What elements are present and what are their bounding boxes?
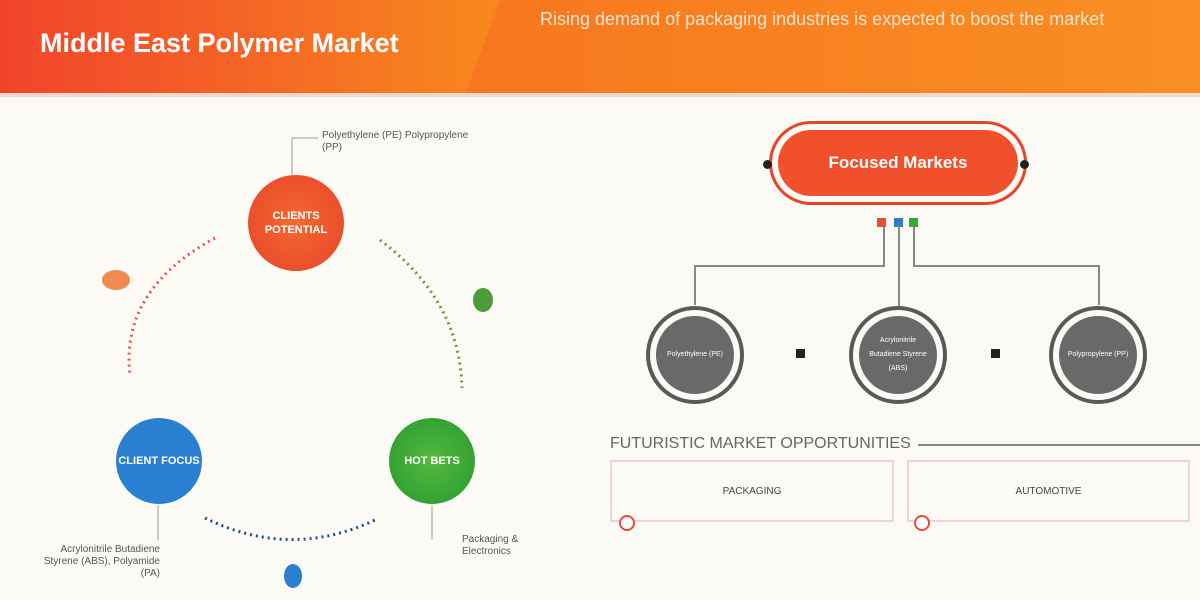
client-focus-note: Acrylonitrile Butadiene Styrene (ABS), P… [43,544,160,579]
connector-line [883,226,885,266]
focused-markets-pill: Focused Markets [778,130,1018,196]
connector-red [877,218,886,227]
pill-right-dot [1020,160,1029,169]
connector-line [913,265,1099,267]
opportunity-packaging: PACKAGING [610,460,894,522]
connector-line [898,226,900,306]
ring-marker [619,515,635,531]
hot-bets-note: Packaging & Electronics [462,534,519,557]
hot-bets-circle: HOT BETS [389,418,475,504]
arc-left [127,236,216,376]
client-focus-circle: CLIENT FOCUS [116,418,202,504]
connector-line [913,226,915,266]
connector-green [909,218,918,227]
pill-left-dot [763,160,772,169]
plant-icon [473,288,493,312]
page-subtitle: Rising demand of packaging industries is… [540,9,1105,29]
market-circle-1: Polyethylene (PE) [650,310,740,400]
separator-dot [991,349,1000,358]
separator-dot [796,349,805,358]
arc-bottom [204,516,376,541]
connector-line [694,265,885,267]
header-banner: Middle East Polymer Market Rising demand… [0,0,1200,95]
market-circle-2: Acrylonitrile Butadiene Styrene (ABS) [853,310,943,400]
arc-right [379,238,464,389]
market-circle-3: Polypropylene (PP) [1053,310,1143,400]
opportunities-heading: FUTURISTIC MARKET OPPORTUNITIES [610,435,911,452]
connector-blue [894,218,903,227]
clients-potential-note: Polyethylene (PE) Polypropylene (PP) [322,130,469,153]
page-title: Middle East Polymer Market [40,28,399,58]
clients-potential-circle: CLIENTS POTENTIAL [248,175,344,271]
opportunity-automotive: AUTOMOTIVE [907,460,1190,522]
heading-rule [918,444,1200,446]
hand-icon [102,270,130,290]
header-title-panel [0,0,500,95]
connector-line [1098,265,1100,305]
bulb-icon [284,564,302,588]
header-divider [0,93,1200,97]
ring-marker [914,515,930,531]
connector-line [694,265,696,305]
cycle-arrows [102,137,493,588]
